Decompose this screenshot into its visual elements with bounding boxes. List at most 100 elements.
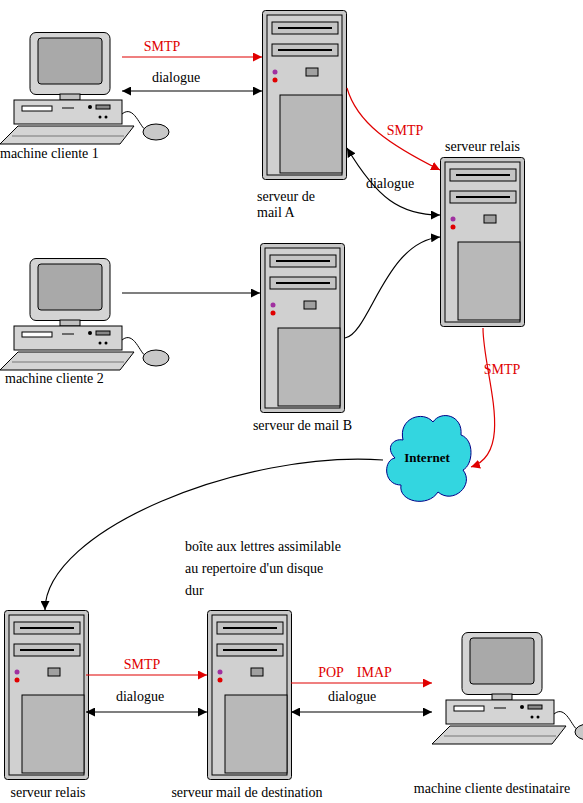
mail-server: serveur relais [4,610,86,782]
illustration-part [280,95,342,173]
illustration-part [271,311,276,316]
smtp-arrow [347,88,440,170]
edge-label: dialogue [116,689,164,705]
illustration-part [20,627,74,629]
illustration-part [9,615,84,775]
illustration-part [304,301,316,309]
illustration-part [99,342,102,345]
illustration-part [456,196,510,198]
illustration-part [441,158,525,327]
smtp-arrow [471,328,495,467]
illustration-part [462,633,542,695]
illustration-part [575,724,583,740]
edge-label: SMTP [484,362,521,378]
illustration-part [38,38,102,84]
illustration-part [278,49,332,51]
illustration-part [554,712,578,730]
illustration-part [494,708,506,709]
illustration-part [14,644,80,656]
internet-cloud: Internet [383,410,471,505]
edge-label: POP IMAP [318,665,392,681]
edge-label: dialogue [366,176,414,192]
illustration-part [451,217,456,222]
illustration-part [267,15,342,175]
illustration-part [96,331,110,335]
illustration-part [14,100,122,124]
illustration-part [5,611,89,780]
illustration-part [218,670,223,675]
illustration-part [225,695,287,773]
smtp-arrow [291,682,432,683]
illustration-part [276,282,330,284]
illustration-part [454,706,484,711]
node-label: serveur de mail B [235,418,370,434]
illustration-part [48,668,60,676]
illustration-part [492,694,512,700]
illustration-part [272,22,338,34]
dialogue-arrow [122,90,262,91]
illustration-part [15,670,20,675]
dialogue-arrow [347,148,440,215]
illustration-part [456,174,510,176]
cloud-label: Internet [383,450,471,466]
edge-label: dialogue [328,689,376,705]
illustration-part [520,705,524,709]
illustration-part [14,622,80,634]
illustration-part [273,78,278,83]
illustration-part [270,255,336,267]
node-label: serveur relais [0,785,98,801]
illustration-part [470,638,534,684]
illustration-part [99,116,102,119]
illustration-part [22,106,52,111]
illustration-part [60,94,80,100]
illustration-part [122,338,146,356]
illustration-part [528,705,542,709]
illustration-part [531,716,534,719]
illustration-part [15,678,20,683]
illustration-part [143,350,169,366]
illustration-part [444,736,556,737]
illustration-part [212,615,287,775]
dialogue-arrow [122,292,260,293]
note-text: boîte aux lettres assimilable au reperto… [185,536,343,602]
illustration-part [208,611,292,780]
node-label: machine cliente 2 [5,371,135,387]
illustration-part [273,70,278,75]
dialogue-arrow [45,459,383,610]
illustration-part [432,726,566,744]
illustration-part [12,136,124,137]
illustration-part [38,264,102,310]
illustration-part [0,352,134,370]
illustration-part [60,320,80,326]
illustration-part [445,162,520,322]
illustration-part [105,342,108,345]
illustration-part [105,116,108,119]
mail-server-shape [207,610,291,782]
mail-server: serveur mail de destination [207,610,291,782]
illustration-part [62,334,74,335]
illustration-part [458,242,520,320]
illustration-part [96,105,110,109]
node-label: machine cliente destinataire [392,781,583,797]
edge-label: SMTP [144,39,181,55]
illustration-part [265,248,340,408]
mail-server-shape [440,157,525,328]
illustration-part [88,105,92,109]
illustration-part [30,259,110,321]
illustration-part [272,44,338,56]
illustration-part [271,303,276,308]
illustration-part [30,33,110,95]
mail-server-shape [262,10,347,178]
smtp-arrow [122,56,262,57]
illustration-part [537,716,540,719]
illustration-part [261,244,345,413]
client-computer: machine cliente 1 [0,32,122,144]
illustration-part [278,27,332,29]
node-label: serveur relais [430,139,535,155]
client-computer-shape [0,258,122,370]
illustration-part [251,668,263,676]
illustration-part [276,260,330,262]
illustration-part [12,362,124,363]
illustration-part [122,112,146,130]
